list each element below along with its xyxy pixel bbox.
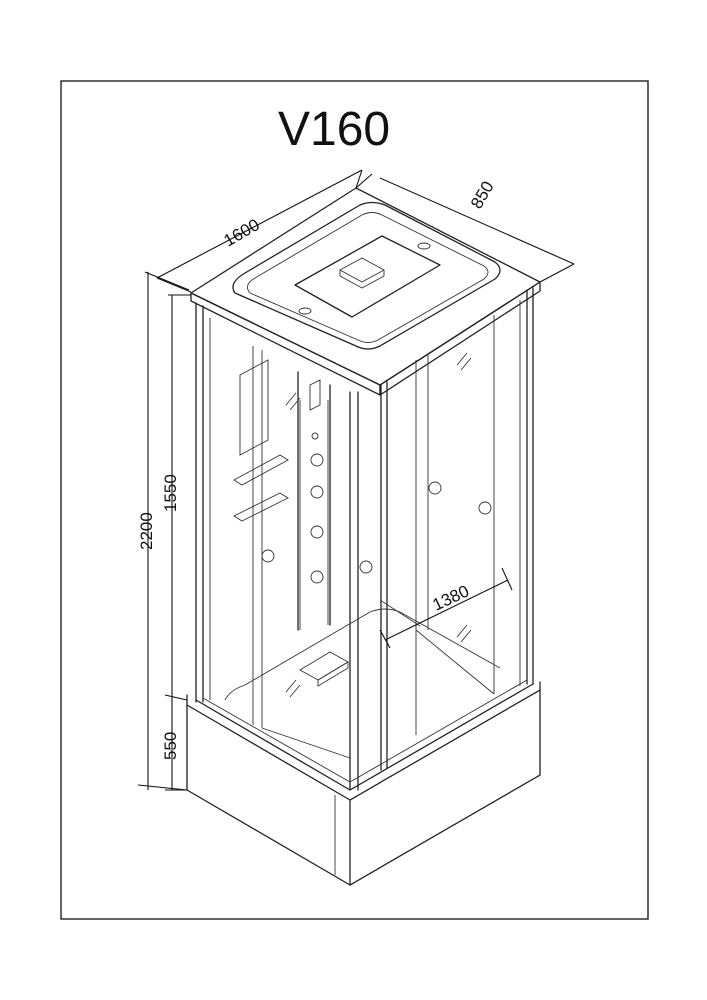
- glass-reflection-marks: [285, 352, 472, 698]
- roof: [190, 187, 541, 396]
- dim-tray-height: 550: [161, 700, 187, 791]
- dim-total-height: 2200: [137, 271, 190, 791]
- dim-door-width-label: 1380: [430, 581, 472, 614]
- dim-depth-label: 850: [467, 178, 498, 212]
- dim-tray-height-label: 550: [161, 732, 180, 760]
- dim-length-label: 1600: [221, 215, 263, 250]
- frame: [195, 287, 534, 791]
- model-title: V160: [278, 103, 390, 156]
- column-panel: [233, 359, 492, 630]
- tray: [186, 599, 541, 886]
- dim-depth: 850: [355, 173, 575, 283]
- dim-total-height-label: 2200: [137, 512, 156, 550]
- drawing-frame: [60, 80, 649, 920]
- dim-cabin-height: 1550: [161, 294, 191, 701]
- dim-length: 1600: [156, 169, 363, 293]
- dim-cabin-height-label: 1550: [161, 474, 180, 512]
- dim-door-width: 1380: [379, 567, 513, 649]
